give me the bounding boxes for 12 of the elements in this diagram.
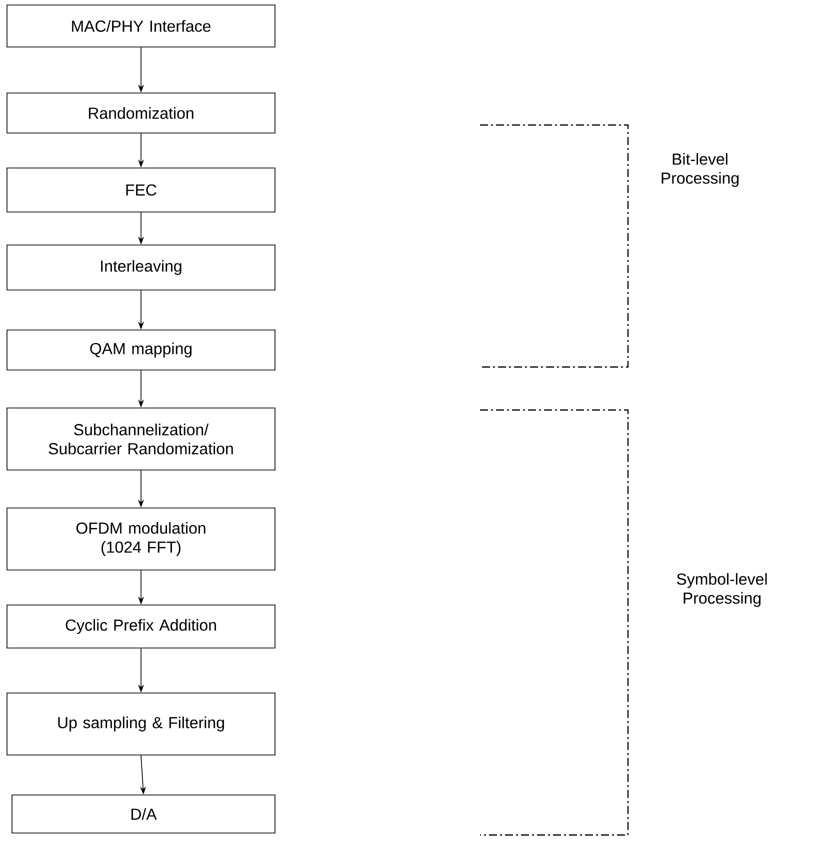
process-box: Randomization [6,92,276,134]
process-box: OFDM modulation (1024 FFT) [6,508,276,570]
section-label: Bit-level Processing [662,153,739,187]
section-label: Symbol-level Processing [676,573,767,607]
process-box: D/A [12,794,276,834]
process-box: Subchannelization/ Subcarrier Randomization [6,408,276,470]
process-box: FEC [6,168,276,212]
process-box: Up sampling & Filtering [6,692,276,756]
process-box: QAM mapping [6,330,276,370]
process-box: Interleaving [6,244,276,290]
process-box: Cyclic Prefix Addition [6,604,276,648]
process-box: MAC/PHY Interface [6,4,276,48]
